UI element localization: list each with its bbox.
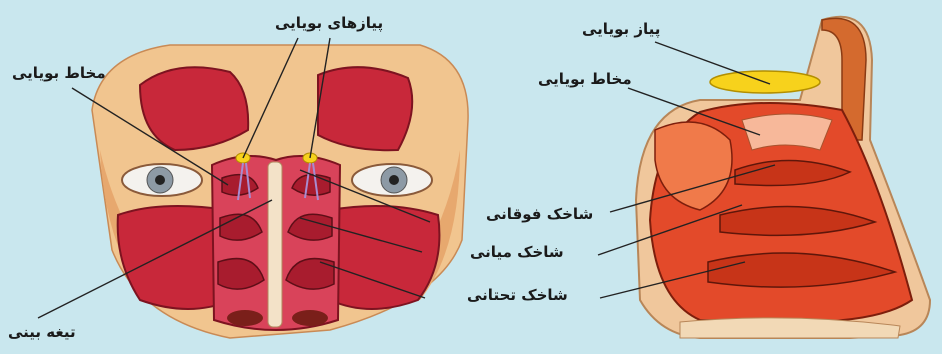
left-frontal-sinus: [140, 67, 248, 150]
nasal-septum: [268, 162, 282, 327]
label-superior-concha: شاخک فوقانی: [486, 207, 593, 222]
label-nasal-septum: تیغه بینی: [8, 325, 76, 340]
label-olfactory-mucosa-right: مخاط بویایی: [538, 72, 632, 87]
olfactory-mucosa-area: [742, 114, 832, 150]
label-middle-concha: شاخک میانی: [470, 245, 564, 260]
left-nostril: [227, 310, 263, 326]
right-nostril: [292, 310, 328, 326]
leader-bulb-right: [655, 42, 770, 84]
right-pupil: [389, 175, 399, 185]
label-olfactory-mucosa-left: مخاط بویایی: [12, 66, 106, 81]
label-inferior-concha: شاخک تحتانی: [467, 288, 568, 303]
label-olfactory-bulb-right: پیاز بویایی: [582, 22, 660, 37]
sagittal-nose-illustration: [636, 17, 930, 338]
right-maxillary-sinus: [330, 206, 439, 309]
right-frontal-sinus: [318, 67, 412, 150]
left-pupil: [155, 175, 165, 185]
label-olfactory-bulbs: پیازهای بویایی: [275, 16, 383, 31]
